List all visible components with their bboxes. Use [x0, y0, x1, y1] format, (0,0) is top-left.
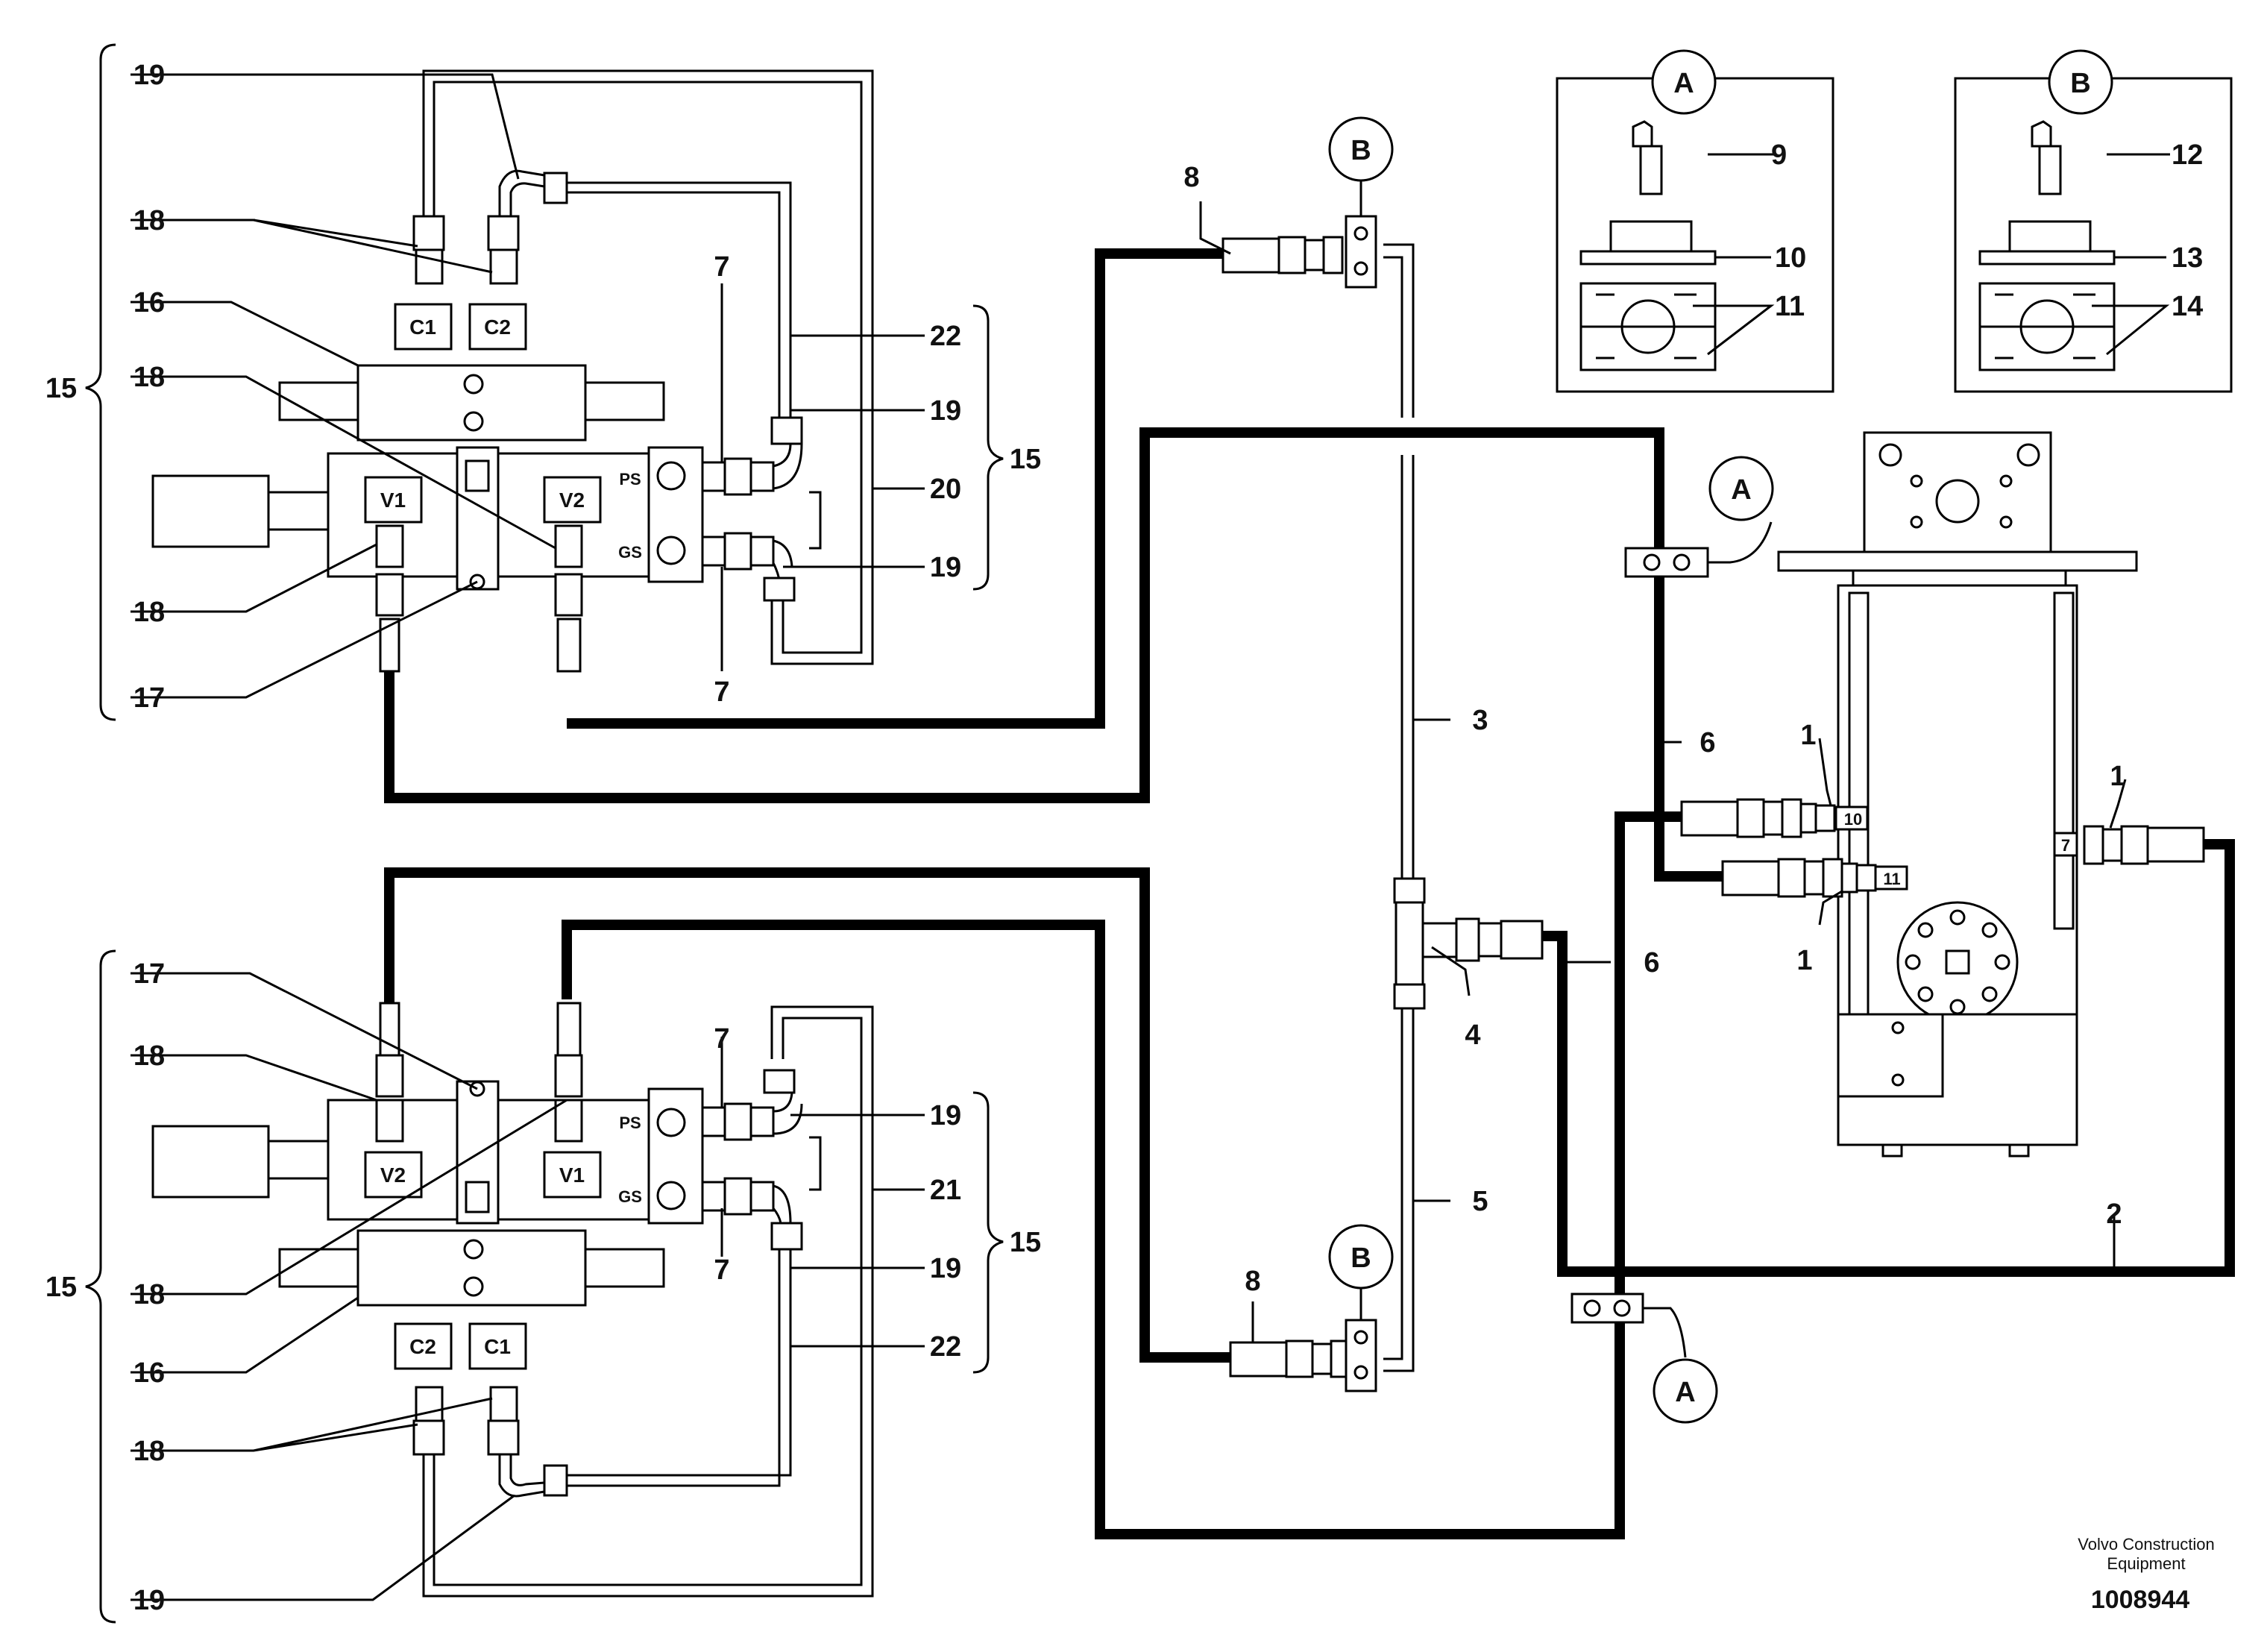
- callout-5: 5: [1472, 1186, 1488, 1217]
- port-label-gs-lower: GS: [618, 1187, 642, 1206]
- circle-label-a-top: A: [1731, 474, 1751, 506]
- callout-18-upper-low: 18: [133, 597, 165, 628]
- callout-1-c: 1: [2110, 761, 2125, 792]
- callout-8-top: 8: [1183, 162, 1199, 193]
- callout-19-lower-b: 19: [930, 1253, 961, 1284]
- tube-lines-3-5: [1383, 243, 1415, 1372]
- callout-16-lower: 16: [133, 1357, 165, 1389]
- callout-14: 14: [2172, 291, 2203, 322]
- callout-6-lower: 6: [1644, 947, 1659, 979]
- callout-7-upper-bottom: 7: [714, 676, 729, 708]
- callout-6-upper: 6: [1700, 727, 1715, 759]
- hose-lines: [384, 248, 2235, 1539]
- callout-16-upper: 16: [133, 287, 165, 318]
- callout-18-lower-top: 18: [133, 1040, 165, 1072]
- circle-label-b-detail: B: [2070, 68, 2090, 99]
- callout-8-bottom: 8: [1245, 1266, 1260, 1297]
- circle-label-b-bottom: B: [1351, 1243, 1371, 1274]
- callout-21: 21: [930, 1175, 961, 1206]
- callout-12: 12: [2172, 139, 2203, 171]
- company-name-line2: Equipment: [2107, 1554, 2185, 1573]
- drawing-number: 1008944: [2091, 1586, 2189, 1614]
- center-fittings: [1221, 215, 1773, 1392]
- circle-label-a-detail: A: [1673, 68, 1694, 99]
- callout-4: 4: [1465, 1020, 1480, 1051]
- valve-label-c2-lower: C2: [409, 1335, 436, 1358]
- callout-18-upper-top: 18: [133, 205, 165, 236]
- valve-label-v1-lower: V1: [559, 1163, 585, 1187]
- valve-label-v1-upper: V1: [380, 489, 406, 512]
- pump-assembly: [1680, 431, 2205, 1158]
- callout-17-lower: 17: [133, 958, 165, 990]
- valve-label-v2-upper: V2: [559, 489, 585, 512]
- detail-box-a: [1556, 77, 1834, 393]
- valve-label-v2-lower: V2: [380, 1163, 406, 1187]
- port-label-10: 10: [1844, 810, 1862, 829]
- callout-2: 2: [2106, 1199, 2122, 1230]
- port-label-11: 11: [1883, 870, 1900, 888]
- callout-10: 10: [1775, 242, 1806, 274]
- callout-15-upper-left: 15: [45, 373, 77, 404]
- leader-lines: [85, 43, 2170, 1624]
- detail-box-b: [1954, 77, 2233, 393]
- callout-19-lower-bottom: 19: [133, 1585, 165, 1616]
- port-label-ps-lower: PS: [619, 1114, 641, 1132]
- callout-7-lower-bottom: 7: [714, 1254, 729, 1286]
- callout-18-upper-mid: 18: [133, 362, 165, 393]
- callout-18-lower-low: 18: [133, 1436, 165, 1467]
- port-label-gs-upper: GS: [618, 543, 642, 562]
- callout-19-upper-b: 19: [930, 552, 961, 583]
- valve-label-c1-lower: C1: [484, 1335, 511, 1358]
- callout-numbers: 19 18 16 18 15 18 17 7 7 22 19 15 20 19 …: [45, 60, 2203, 1616]
- callout-15-lower-right: 15: [1010, 1227, 1041, 1258]
- callout-19-upper-a: 19: [930, 395, 961, 427]
- port-label-ps-upper: PS: [619, 470, 641, 489]
- circle-label-b-top: B: [1351, 135, 1371, 166]
- callout-19-upper-top: 19: [133, 60, 165, 91]
- callout-15-lower-left: 15: [45, 1272, 77, 1303]
- callout-15-upper-right: 15: [1010, 444, 1041, 475]
- callout-13: 13: [2172, 242, 2203, 274]
- valve-labels: C1 C2 V1 V2 V2 V1 C2 C1 PS GS PS GS 10 1…: [380, 315, 2070, 1358]
- callout-7-lower-top: 7: [714, 1023, 729, 1055]
- port-label-7: 7: [2061, 836, 2070, 855]
- callout-3: 3: [1472, 705, 1488, 736]
- circle-label-a-bottom: A: [1675, 1377, 1695, 1408]
- valve-label-c1-upper: C1: [409, 315, 436, 339]
- callout-1-a: 1: [1800, 720, 1816, 751]
- callout-22-upper: 22: [930, 321, 961, 352]
- callout-20: 20: [930, 474, 961, 505]
- callout-11: 11: [1775, 291, 1805, 322]
- circle-markers: A B B B A A: [1328, 49, 2113, 1424]
- lower-valve-assembly: [151, 1002, 874, 1598]
- footer: Volvo Construction Equipment 1008944: [2078, 1535, 2214, 1614]
- callout-17-upper: 17: [133, 682, 165, 714]
- callout-22-lower: 22: [930, 1331, 961, 1363]
- callout-9: 9: [1771, 139, 1787, 171]
- callout-1-b: 1: [1796, 945, 1812, 976]
- callout-7-upper-top: 7: [714, 251, 729, 283]
- valve-label-c2-upper: C2: [484, 315, 511, 339]
- callout-19-lower-a: 19: [930, 1100, 961, 1131]
- callout-18-lower-mid: 18: [133, 1279, 165, 1310]
- company-name-line1: Volvo Construction: [2078, 1535, 2214, 1554]
